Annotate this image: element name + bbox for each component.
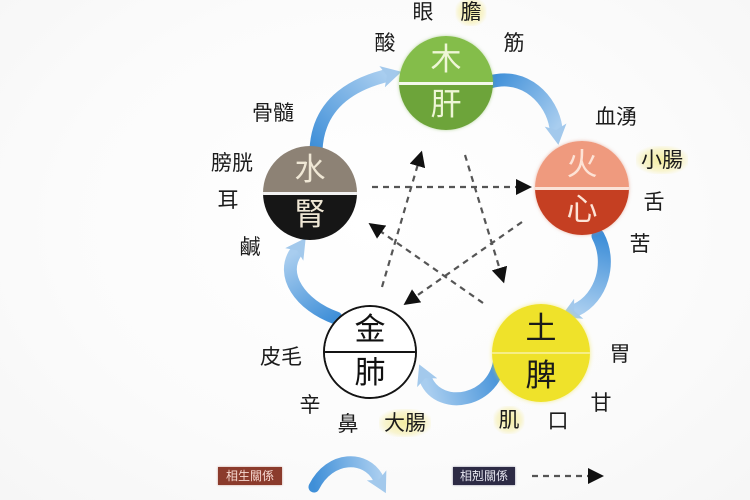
metal-tissue-label: 皮毛 <box>260 345 302 369</box>
earth-element-text: 土 <box>525 311 557 348</box>
wood-circle-divider <box>399 81 493 85</box>
wood-sense-label: 眼 <box>412 0 434 24</box>
fire-element-text: 火 <box>566 147 598 184</box>
fire-circle-bottom <box>535 188 629 235</box>
earth-spleen-circle: 土 脾 <box>492 304 590 402</box>
legend-generating-label: 相生關係 <box>218 467 282 485</box>
heart-organ-text: 心 <box>566 191 598 228</box>
water-element-text: 水 <box>294 152 326 189</box>
earth-circle-divider <box>492 351 590 354</box>
fire-heart-circle: 火 心 <box>535 141 629 235</box>
water-fu-label: 膀胱 <box>211 151 253 175</box>
wood-circle-bottom <box>399 83 493 130</box>
metal-taste-label: 辛 <box>299 393 321 417</box>
wood-circle-top <box>399 36 493 83</box>
controlling-arrow-earth-water <box>368 222 484 304</box>
generating-arrow-earth-metal <box>417 351 507 406</box>
controlling-arrow-wood-earth <box>463 154 508 284</box>
fire-tissue-label: 血湧 <box>595 105 637 129</box>
wood-taste-label: 酸 <box>374 31 396 55</box>
lung-organ-text: 肺 <box>354 354 386 391</box>
water-sense-label: 耳 <box>217 188 239 212</box>
legend-controlling-label: 相剋關係 <box>453 467 515 485</box>
water-taste-label: 鹹 <box>239 235 261 259</box>
controlling-arrow-metal-wood <box>380 150 426 288</box>
metal-element-text: 金 <box>354 312 386 349</box>
spleen-organ-text: 脾 <box>525 357 557 394</box>
kidney-organ-text: 腎 <box>294 196 326 233</box>
metal-sense-label: 鼻 <box>337 412 359 436</box>
earth-taste-label: 甘 <box>590 391 612 415</box>
fire-taste-label: 苦 <box>629 232 651 256</box>
generating-arrow-wood-fire <box>483 73 567 145</box>
water-tissue-label: 骨髓 <box>252 101 294 125</box>
water-circle-bottom <box>263 193 357 240</box>
fire-sense-label: 舌 <box>643 190 665 214</box>
fire-circle-divider <box>535 186 629 190</box>
earth-tissue-label: 肌 <box>493 406 525 434</box>
wood-fu-label: 膽 <box>455 0 487 26</box>
earth-sense-label: 口 <box>547 409 569 433</box>
generating-arrow-fire-earth <box>560 229 611 319</box>
water-circle-divider <box>263 191 357 195</box>
earth-circle-bottom <box>492 353 590 402</box>
water-kidney-circle: 水 腎 <box>263 146 357 240</box>
controlling-arrow-fire-metal <box>403 221 523 306</box>
earth-fu-label: 胃 <box>609 342 631 366</box>
metal-fu-label: 大腸 <box>379 409 431 437</box>
wood-tissue-label: 筋 <box>503 31 525 55</box>
metal-lung-circle: 金 肺 <box>323 305 417 399</box>
water-circle-top <box>263 146 357 193</box>
fire-fu-label: 小腸 <box>636 146 688 174</box>
legend-generating-arrow-icon <box>308 456 387 494</box>
metal-circle-bottom <box>325 352 415 397</box>
wood-element-text: 木 <box>430 42 462 79</box>
liver-organ-text: 肝 <box>430 86 462 123</box>
metal-circle-top <box>325 307 415 352</box>
wood-liver-circle: 木 肝 <box>399 36 493 130</box>
fire-circle-top <box>535 141 629 188</box>
metal-circle-divider <box>325 350 415 353</box>
generating-arrow-water-wood <box>309 66 402 157</box>
earth-circle-top <box>492 304 590 353</box>
